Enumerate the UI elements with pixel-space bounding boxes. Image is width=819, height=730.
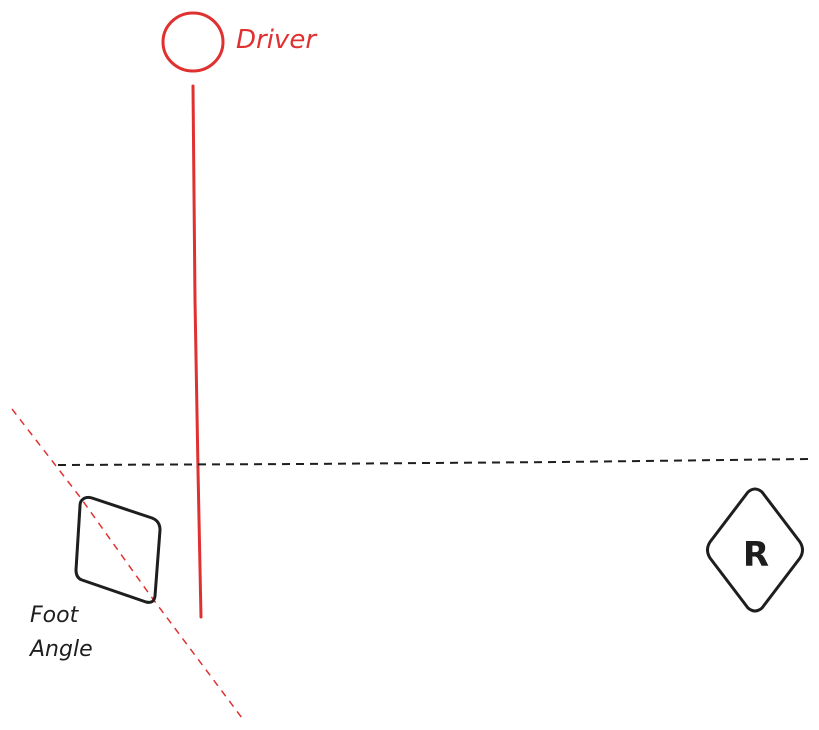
foot-shape xyxy=(74,495,162,604)
driver-label: Driver xyxy=(236,25,318,55)
driver-vertical-line xyxy=(191,84,203,619)
r-marker-letter: R xyxy=(743,535,769,575)
foot-angle-dashed-line xyxy=(11,408,243,719)
foot-label-line1: Foot xyxy=(30,603,80,628)
horizontal-dashed-line xyxy=(57,458,809,466)
driver-circle xyxy=(161,11,225,73)
foot-label-line2: Angle xyxy=(28,637,93,662)
r-diamond-marker xyxy=(706,487,804,613)
